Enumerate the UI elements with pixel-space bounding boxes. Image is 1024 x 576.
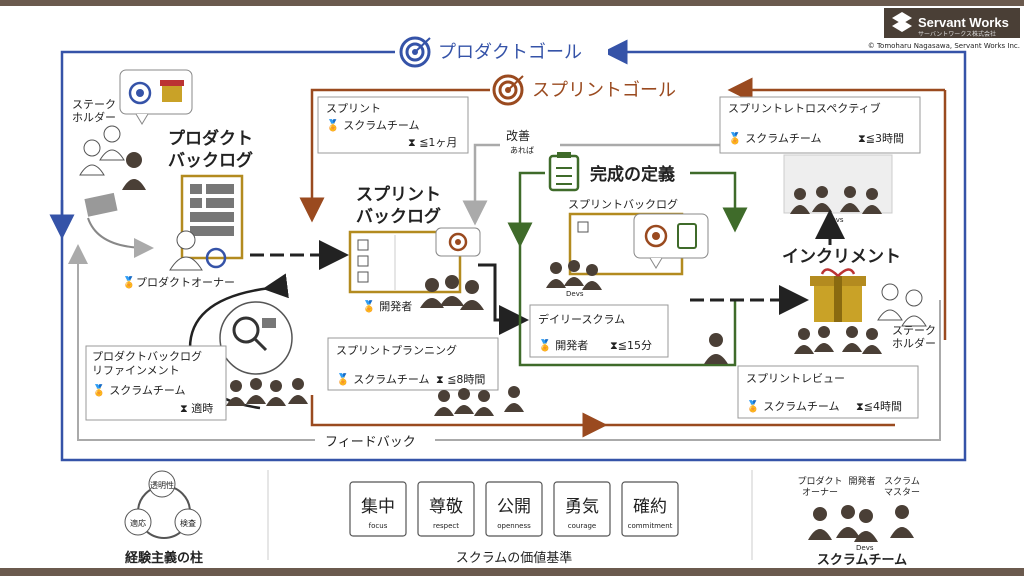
inner-goal-bubble	[633, 213, 709, 269]
product-goal-label: プロダクトゴール	[438, 42, 582, 63]
product-goal-loop	[60, 39, 967, 462]
sprint-time: ⧗ ≦1ヶ月	[408, 136, 457, 149]
refinement-title-1: プロダクトバックログ	[92, 349, 202, 363]
refinement-role: 🏅 スクラムチーム	[92, 384, 186, 397]
team-title: スクラムチーム	[817, 553, 907, 568]
team-figures	[808, 505, 914, 542]
sprint-backlog-member: 🏅 開発者	[362, 299, 412, 313]
value-respect-jp: 尊敬	[429, 497, 463, 517]
pillars-diagram	[124, 470, 202, 539]
kaizen-label-2: あれば	[510, 146, 534, 155]
product-owner-text: プロダクトオーナー	[136, 275, 235, 289]
pillar-adaptation: 適応	[130, 518, 146, 528]
inner-sprint-backlog-label: スプリントバックログ	[568, 197, 678, 211]
kaizen-label-1: 改善	[506, 128, 530, 143]
value-focus-en: focus	[369, 522, 388, 530]
pillar-transparency: 透明性	[150, 480, 174, 490]
planning-time: ⧗ ≦8時間	[436, 373, 485, 386]
increment-team	[794, 326, 882, 354]
sprint-goal-target-icon	[492, 74, 524, 106]
sprint-backlog-icon	[348, 227, 481, 294]
product-goal-target-icon	[399, 36, 431, 68]
retrospective-box	[719, 96, 921, 154]
review-title: スプリントレビュー	[746, 372, 845, 385]
stakeholders-left-label: ステークホルダー	[72, 98, 116, 124]
value-openness-jp: 公開	[497, 497, 531, 517]
inner-devs-label: Devs	[566, 290, 584, 298]
product-backlog-title-2: バックログ	[168, 150, 253, 171]
pillars-title: 経験主義の柱	[125, 550, 203, 566]
inner-devs	[546, 260, 602, 290]
values-title: スクラムの価値基準	[456, 550, 573, 566]
team-sm-label: スクラムマスター	[884, 476, 920, 498]
brand-logo: Servant Works サーバントワークス株式会社	[884, 8, 1020, 38]
sprint-title: スプリント	[326, 102, 381, 115]
planning-team	[434, 386, 524, 416]
sprint-backlog-title-2: バックログ	[356, 206, 441, 227]
feedback-line	[68, 244, 941, 441]
value-openness-en: openness	[497, 522, 531, 530]
team-po-label: プロダクトオーナー	[797, 475, 842, 498]
clipboard-icon	[548, 152, 580, 192]
value-commitment-en: commitment	[628, 522, 673, 530]
product-owner-label: 🏅	[122, 276, 136, 289]
retrospective-title: スプリントレトロスペクティブ	[728, 101, 881, 115]
sprint-goal-label: スプリントゴール	[532, 80, 676, 101]
product-backlog-title-1: プロダクト	[168, 128, 253, 149]
refinement-time: ⧗ 適時	[180, 401, 213, 415]
increment-title: インクリメント	[782, 247, 901, 267]
goal-bubble	[119, 69, 193, 125]
daily-sm-figure	[704, 333, 728, 364]
increment-gift-icon	[810, 268, 866, 322]
definition-of-done-loop	[518, 171, 737, 367]
stakeholders-right-label-2: ホルダー	[892, 336, 936, 350]
stakeholders-left-group	[79, 125, 146, 217]
copyright: © Tomoharu Nagasawa, Servant Works Inc.	[868, 42, 1020, 50]
daily-scrum-role: 🏅 開発者	[538, 338, 588, 352]
team-dev-label: 開発者	[848, 475, 875, 487]
review-role: 🏅 スクラムチーム	[746, 400, 840, 413]
review-box	[737, 365, 919, 419]
sprint-role: 🏅 スクラムチーム	[326, 119, 420, 132]
sprint-backlog-devs	[420, 275, 484, 310]
value-commitment-jp: 確約	[633, 497, 667, 517]
top-band	[0, 0, 1024, 6]
feedback-label: フィードバック	[325, 435, 416, 450]
review-time: ⧗≦4時間	[856, 400, 902, 413]
planning-role: 🏅 スクラムチーム	[336, 373, 430, 386]
refinement-title-2: リファインメント	[92, 364, 180, 377]
stakeholders-right-label-1: ステーク	[892, 324, 936, 337]
values-list	[349, 481, 679, 537]
team-devs-label: Devs	[856, 544, 874, 552]
refinement-box	[85, 345, 227, 421]
brand-name: Servant Works	[918, 15, 1009, 30]
value-courage-jp: 勇気	[565, 497, 599, 517]
retrospective-role: 🏅 スクラムチーム	[728, 132, 822, 145]
value-courage-en: courage	[568, 522, 597, 530]
daily-scrum-box	[529, 304, 669, 358]
product-owner-figure	[169, 230, 227, 271]
pillar-inspection: 検査	[180, 518, 196, 528]
sprint-info-box	[317, 96, 469, 154]
refinement-bubble	[219, 301, 293, 375]
planning-title: スプリントプランニング	[336, 343, 457, 357]
bottom-band	[0, 568, 1024, 576]
sprint-goal-loop	[299, 88, 490, 223]
refinement-team	[226, 378, 308, 406]
daily-scrum-time: ⧗≦15分	[610, 339, 652, 352]
planning-box	[327, 337, 499, 391]
value-focus-jp: 集中	[361, 497, 395, 517]
retro-team-figures	[790, 186, 882, 214]
sprint-backlog-title-1: スプリント	[356, 184, 441, 205]
brand-tagline: サーバントワークス株式会社	[918, 30, 996, 38]
retrospective-time: ⧗≦3時間	[858, 132, 904, 145]
value-respect-en: respect	[433, 522, 459, 530]
daily-scrum-title: デイリースクラム	[538, 312, 625, 326]
definition-of-done-label: 完成の定義	[590, 164, 675, 185]
stakeholders-right-group	[877, 283, 927, 327]
